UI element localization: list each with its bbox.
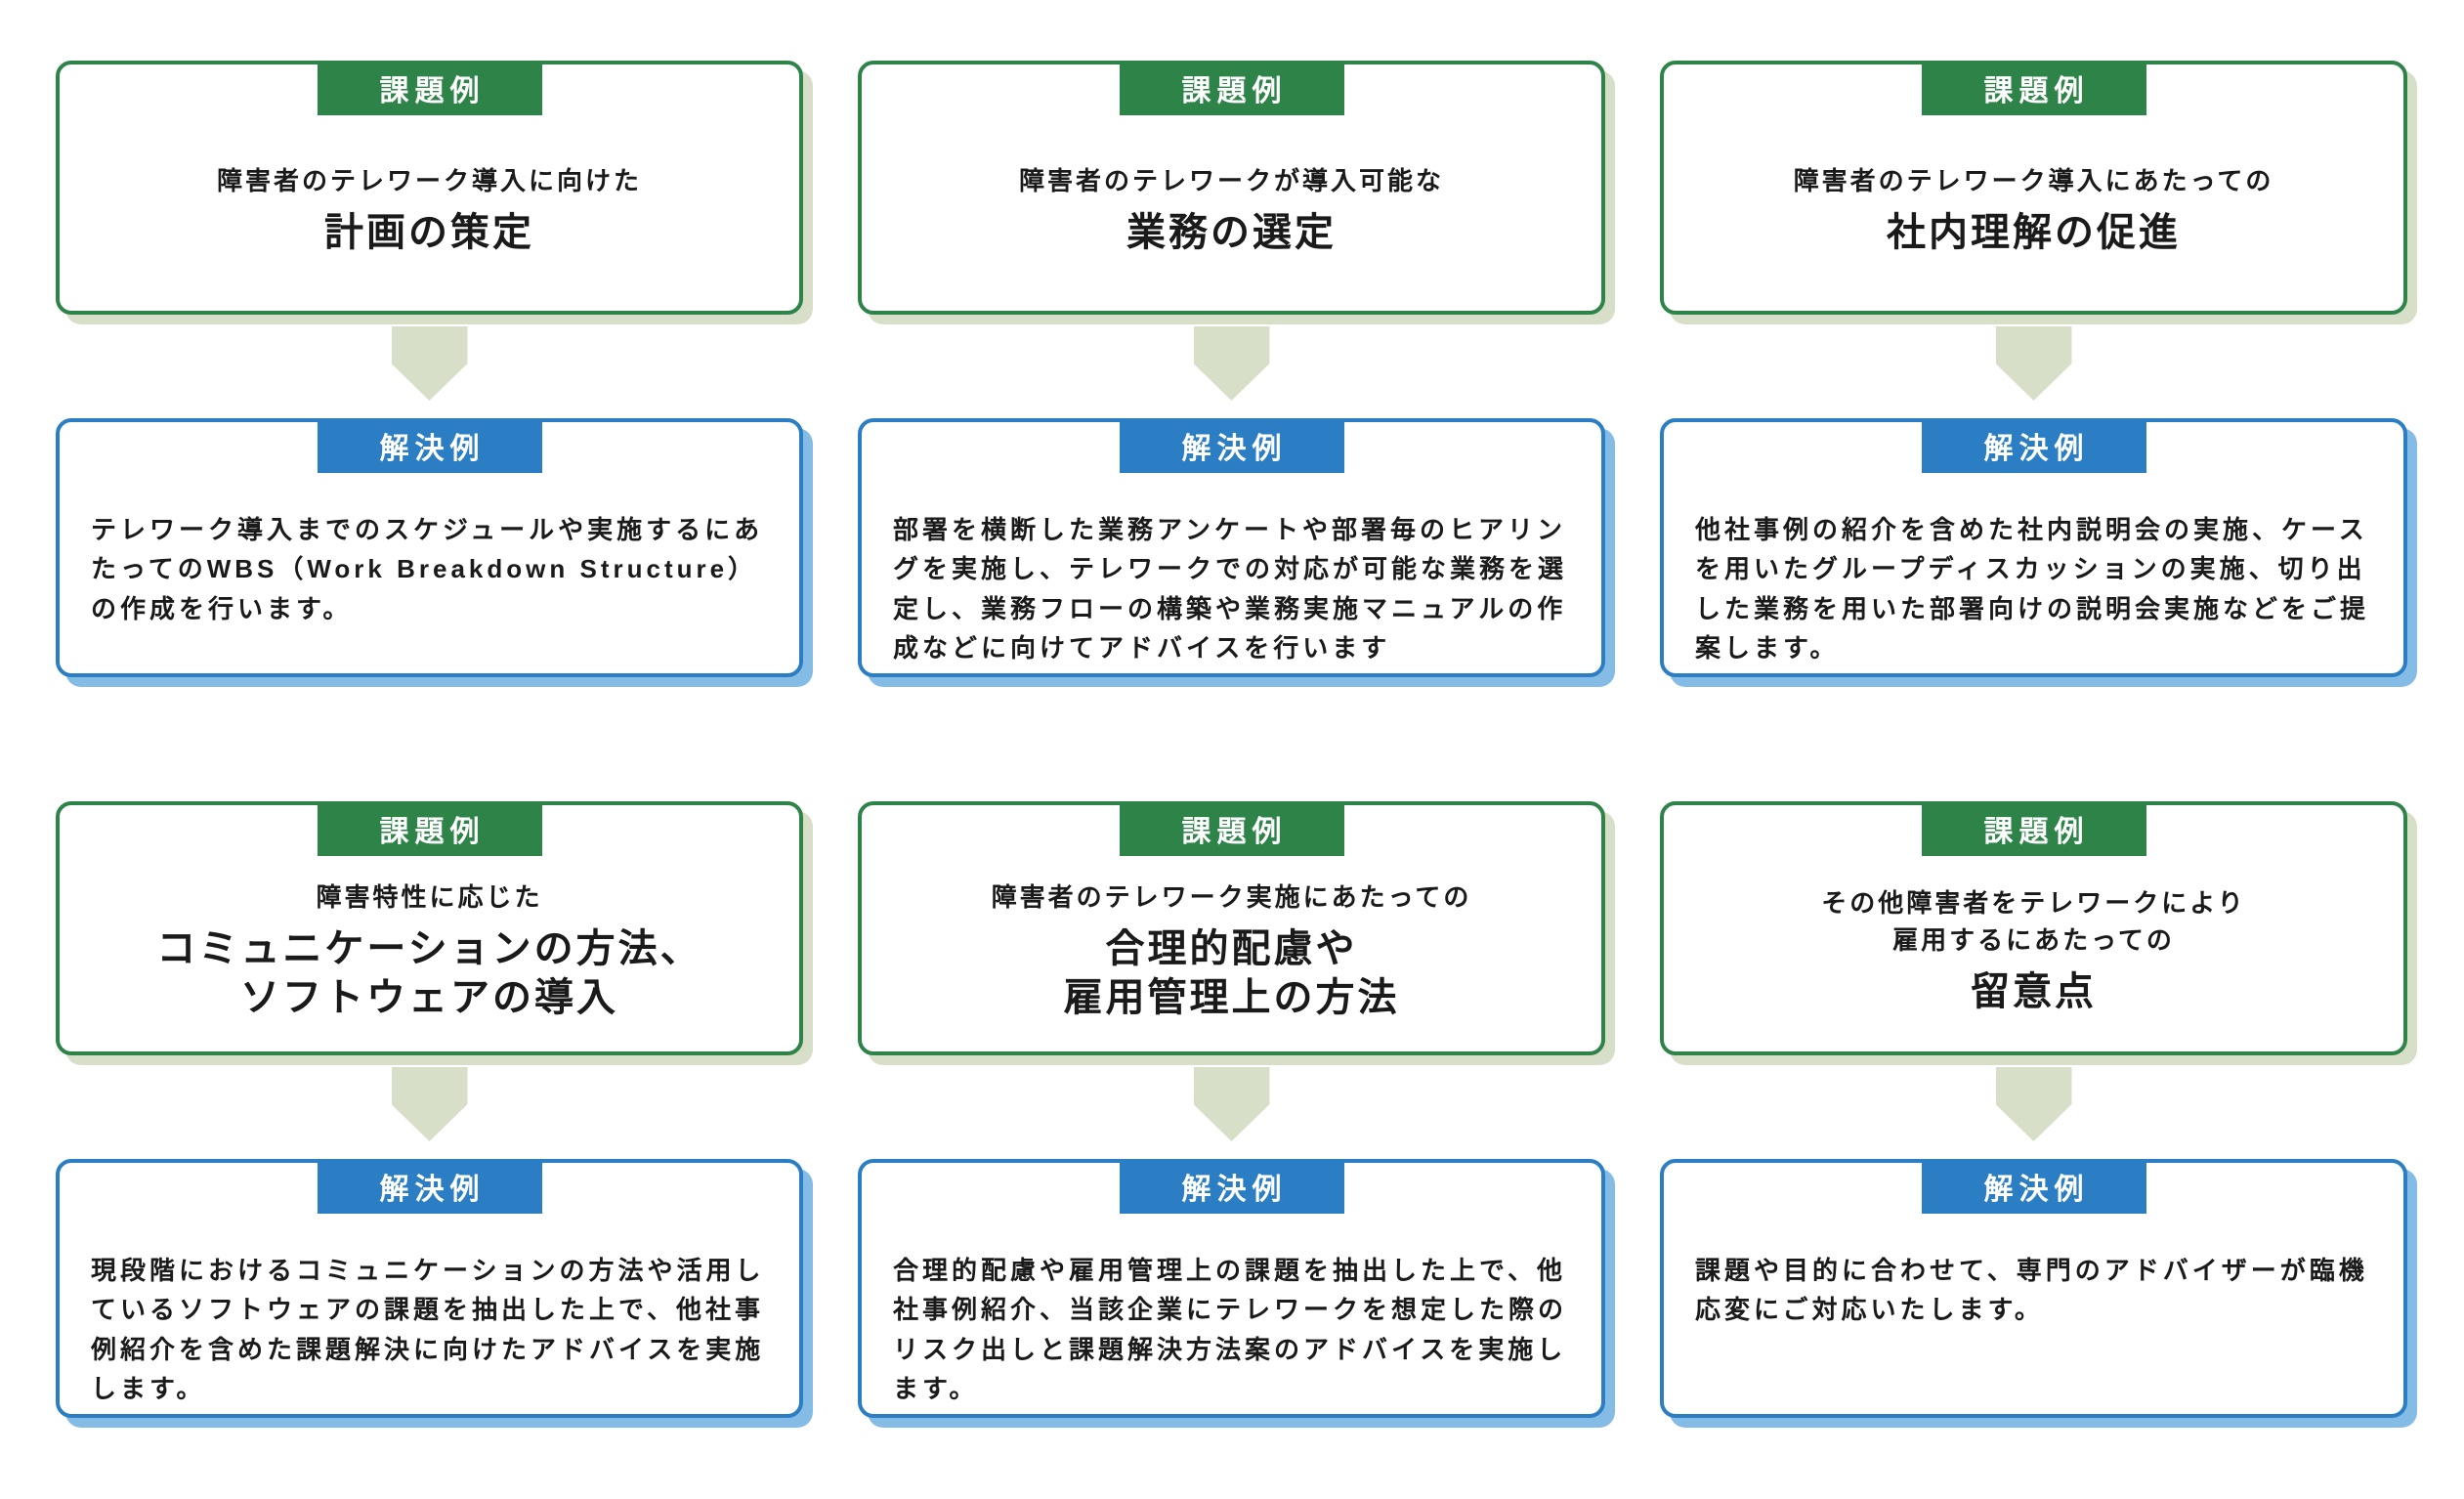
solution-badge: 解決例 (317, 418, 542, 473)
problem-title: 留意点 (1971, 969, 2097, 1013)
case-pair: 課題例 障害者のテレワークが導入可能な 業務の選定 解決例 部署を横断した業務ア… (858, 61, 1605, 677)
solution-card: 解決例 テレワーク導入までのスケジュールや実施するにあたってのWBS（Work … (56, 418, 803, 677)
arrow-zone (1660, 1055, 2407, 1159)
problem-subtitle: 障害者のテレワークが導入可能な (1018, 166, 1444, 196)
solution-badge: 解決例 (1119, 418, 1344, 473)
solution-card: 解決例 合理的配慮や雇用管理上の課題を抽出した上で、他社事例紹介、当該企業にテレ… (858, 1159, 1605, 1418)
problem-card: 課題例 障害者のテレワーク導入にあたっての 社内理解の促進 (1660, 61, 2407, 315)
solution-badge: 解決例 (1921, 418, 2146, 473)
solution-text: 他社事例の紹介を含めた社内説明会の実施、ケースを用いたグループディスカッションの… (1695, 515, 2370, 663)
problem-card: 課題例 障害者のテレワークが導入可能な 業務の選定 (858, 61, 1605, 315)
case-pair: 課題例 障害者のテレワーク導入にあたっての 社内理解の促進 解決例 他社事例の紹… (1660, 61, 2407, 677)
solution-text: テレワーク導入までのスケジュールや実施するにあたってのWBS（Work Brea… (91, 515, 764, 623)
arrow-zone (1660, 315, 2407, 418)
case-pair: 課題例 障害者のテレワーク導入に向けた 計画の策定 解決例 テレワーク導入までの… (56, 61, 803, 677)
solution-text: 現段階におけるコミュニケーションの方法や活用しているソフトウェアの課題を抽出した… (91, 1256, 765, 1403)
case-pair: 課題例 障害特性に応じた コミュニケーションの方法、 ソフトウェアの導入 解決例… (56, 801, 803, 1418)
problem-card: 課題例 その他障害者をテレワークにより 雇用するにあたっての 留意点 (1660, 801, 2407, 1055)
solution-badge: 解決例 (1921, 1159, 2146, 1214)
solution-badge: 解決例 (317, 1159, 542, 1214)
arrow-zone (56, 315, 803, 418)
solution-card: 解決例 部署を横断した業務アンケートや部署毎のヒアリングを実施し、テレワークでの… (858, 418, 1605, 677)
arrow-zone (858, 315, 1605, 418)
problem-subtitle: 障害特性に応じた (316, 882, 543, 913)
solution-text: 合理的配慮や雇用管理上の課題を抽出した上で、他社事例紹介、当該企業にテレワークを… (893, 1256, 1568, 1403)
down-arrow-icon (1995, 1067, 2072, 1141)
problem-card: 課題例 障害特性に応じた コミュニケーションの方法、 ソフトウェアの導入 (56, 801, 803, 1055)
problem-subtitle: 障害者のテレワーク導入にあたっての (1793, 166, 2274, 196)
solution-card: 解決例 現段階におけるコミュニケーションの方法や活用しているソフトウェアの課題を… (56, 1159, 803, 1418)
solution-card: 解決例 他社事例の紹介を含めた社内説明会の実施、ケースを用いたグループディスカッ… (1660, 418, 2407, 677)
problem-badge: 課題例 (1119, 61, 1344, 115)
arrow-zone (56, 1055, 803, 1159)
solution-text: 部署を横断した業務アンケートや部署毎のヒアリングを実施し、テレワークでの対応が可… (893, 515, 1568, 663)
problem-badge: 課題例 (1921, 801, 2146, 856)
down-arrow-icon (1995, 326, 2072, 401)
case-pair: 課題例 障害者のテレワーク実施にあたっての 合理的配慮や 雇用管理上の方法 解決… (858, 801, 1605, 1418)
down-arrow-icon (391, 1067, 468, 1141)
problem-title: 社内理解の促進 (1887, 210, 2181, 254)
problem-subtitle: その他障害者をテレワークにより 雇用するにあたっての (1821, 888, 2246, 955)
problem-title: 業務の選定 (1126, 210, 1337, 254)
solution-text: 課題や目的に合わせて、専門のアドバイザーが臨機応変にご対応いたします。 (1695, 1256, 2368, 1325)
problem-badge: 課題例 (317, 801, 542, 856)
problem-badge: 課題例 (317, 61, 542, 115)
case-pair: 課題例 その他障害者をテレワークにより 雇用するにあたっての 留意点 解決例 課… (1660, 801, 2407, 1418)
problem-subtitle: 障害者のテレワーク導入に向けた (216, 166, 642, 196)
problem-title: 計画の策定 (324, 210, 534, 254)
arrow-zone (858, 1055, 1605, 1159)
problem-title: 合理的配慮や 雇用管理上の方法 (1063, 926, 1400, 1019)
problem-title: コミュニケーションの方法、 ソフトウェアの導入 (156, 926, 702, 1019)
problem-card: 課題例 障害者のテレワーク導入に向けた 計画の策定 (56, 61, 803, 315)
down-arrow-icon (1193, 1067, 1270, 1141)
solution-card: 解決例 課題や目的に合わせて、専門のアドバイザーが臨機応変にご対応いたします。 (1660, 1159, 2407, 1418)
problem-badge: 課題例 (1921, 61, 2146, 115)
down-arrow-icon (1193, 326, 1270, 401)
problem-subtitle: 障害者のテレワーク実施にあたっての (991, 882, 1472, 913)
problem-badge: 課題例 (1119, 801, 1344, 856)
solution-badge: 解決例 (1119, 1159, 1344, 1214)
down-arrow-icon (391, 326, 468, 401)
problem-card: 課題例 障害者のテレワーク実施にあたっての 合理的配慮や 雇用管理上の方法 (858, 801, 1605, 1055)
